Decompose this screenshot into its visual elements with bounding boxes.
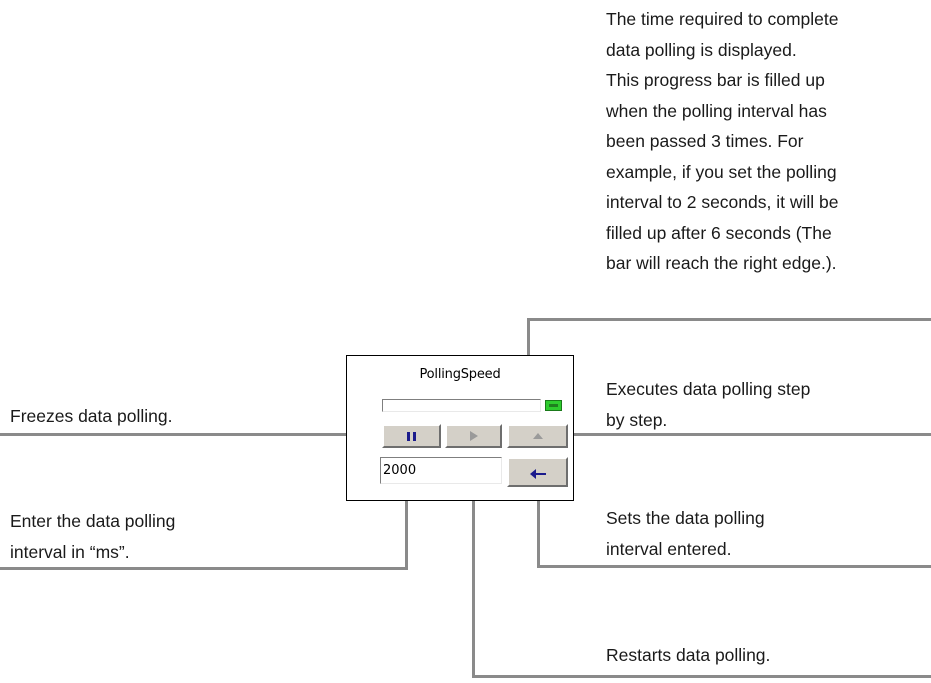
progress-description-line: bar will reach the right edge.).	[606, 253, 837, 273]
progress-description-line: data polling is displayed.	[606, 39, 797, 60]
panel-title: PollingSpeed	[419, 367, 501, 382]
interval-description-line: interval in “ms”.	[10, 541, 130, 562]
step-description-line: Executes data polling step	[606, 379, 811, 399]
step-leader	[527, 433, 931, 436]
step-icon	[532, 433, 543, 439]
step-description-line: by step.	[606, 409, 668, 430]
interval-leader-vertical	[405, 482, 408, 570]
progress-leader-horizontal	[527, 318, 931, 321]
freeze-description: Freezes data polling.	[10, 401, 172, 432]
set-interval-button[interactable]	[507, 457, 568, 487]
progress-description-line: when the polling interval has	[606, 100, 827, 121]
set-description: Sets the data polling interval entered.	[606, 503, 765, 564]
set-description-line: Sets the data polling	[606, 508, 765, 528]
interval-description: Enter the data polling interval in “ms”.	[10, 506, 175, 567]
step-button[interactable]	[507, 424, 568, 448]
status-led-icon	[545, 400, 562, 411]
interval-leader-horizontal	[0, 567, 408, 570]
polling-speed-panel: PollingSpeed	[346, 355, 574, 501]
polling-progress-bar	[382, 399, 541, 412]
restart-leader-horizontal	[472, 675, 931, 678]
interval-description-line: Enter the data polling	[10, 511, 176, 531]
pause-icon	[407, 431, 416, 441]
freeze-description-line: Freezes data polling.	[10, 406, 173, 426]
set-description-line: interval entered.	[606, 538, 732, 559]
play-icon	[469, 431, 478, 441]
progress-description-line: This progress bar is filled up	[606, 70, 825, 90]
progress-description-line: example, if you set the polling	[606, 161, 837, 182]
progress-description-line: been passed 3 times. For	[606, 131, 804, 151]
set-leader-vertical	[537, 476, 540, 568]
polling-interval-input[interactable]	[380, 457, 502, 484]
pause-button[interactable]	[382, 424, 441, 448]
progress-description-line: filled up after 6 seconds (The	[606, 222, 832, 243]
restart-description-line: Restarts data polling.	[606, 645, 771, 665]
restart-description: Restarts data polling.	[606, 640, 770, 671]
progress-description-line: The time required to complete	[606, 9, 839, 29]
restart-leader-vertical	[472, 440, 475, 678]
progress-description-line: interval to 2 seconds, it will be	[606, 192, 839, 212]
enter-arrow-icon	[529, 468, 546, 479]
set-leader-horizontal	[537, 565, 931, 568]
restart-button[interactable]	[445, 424, 502, 448]
freeze-leader	[0, 433, 410, 436]
progress-description: The time required to complete data polli…	[606, 4, 838, 279]
step-description: Executes data polling step by step.	[606, 374, 810, 435]
